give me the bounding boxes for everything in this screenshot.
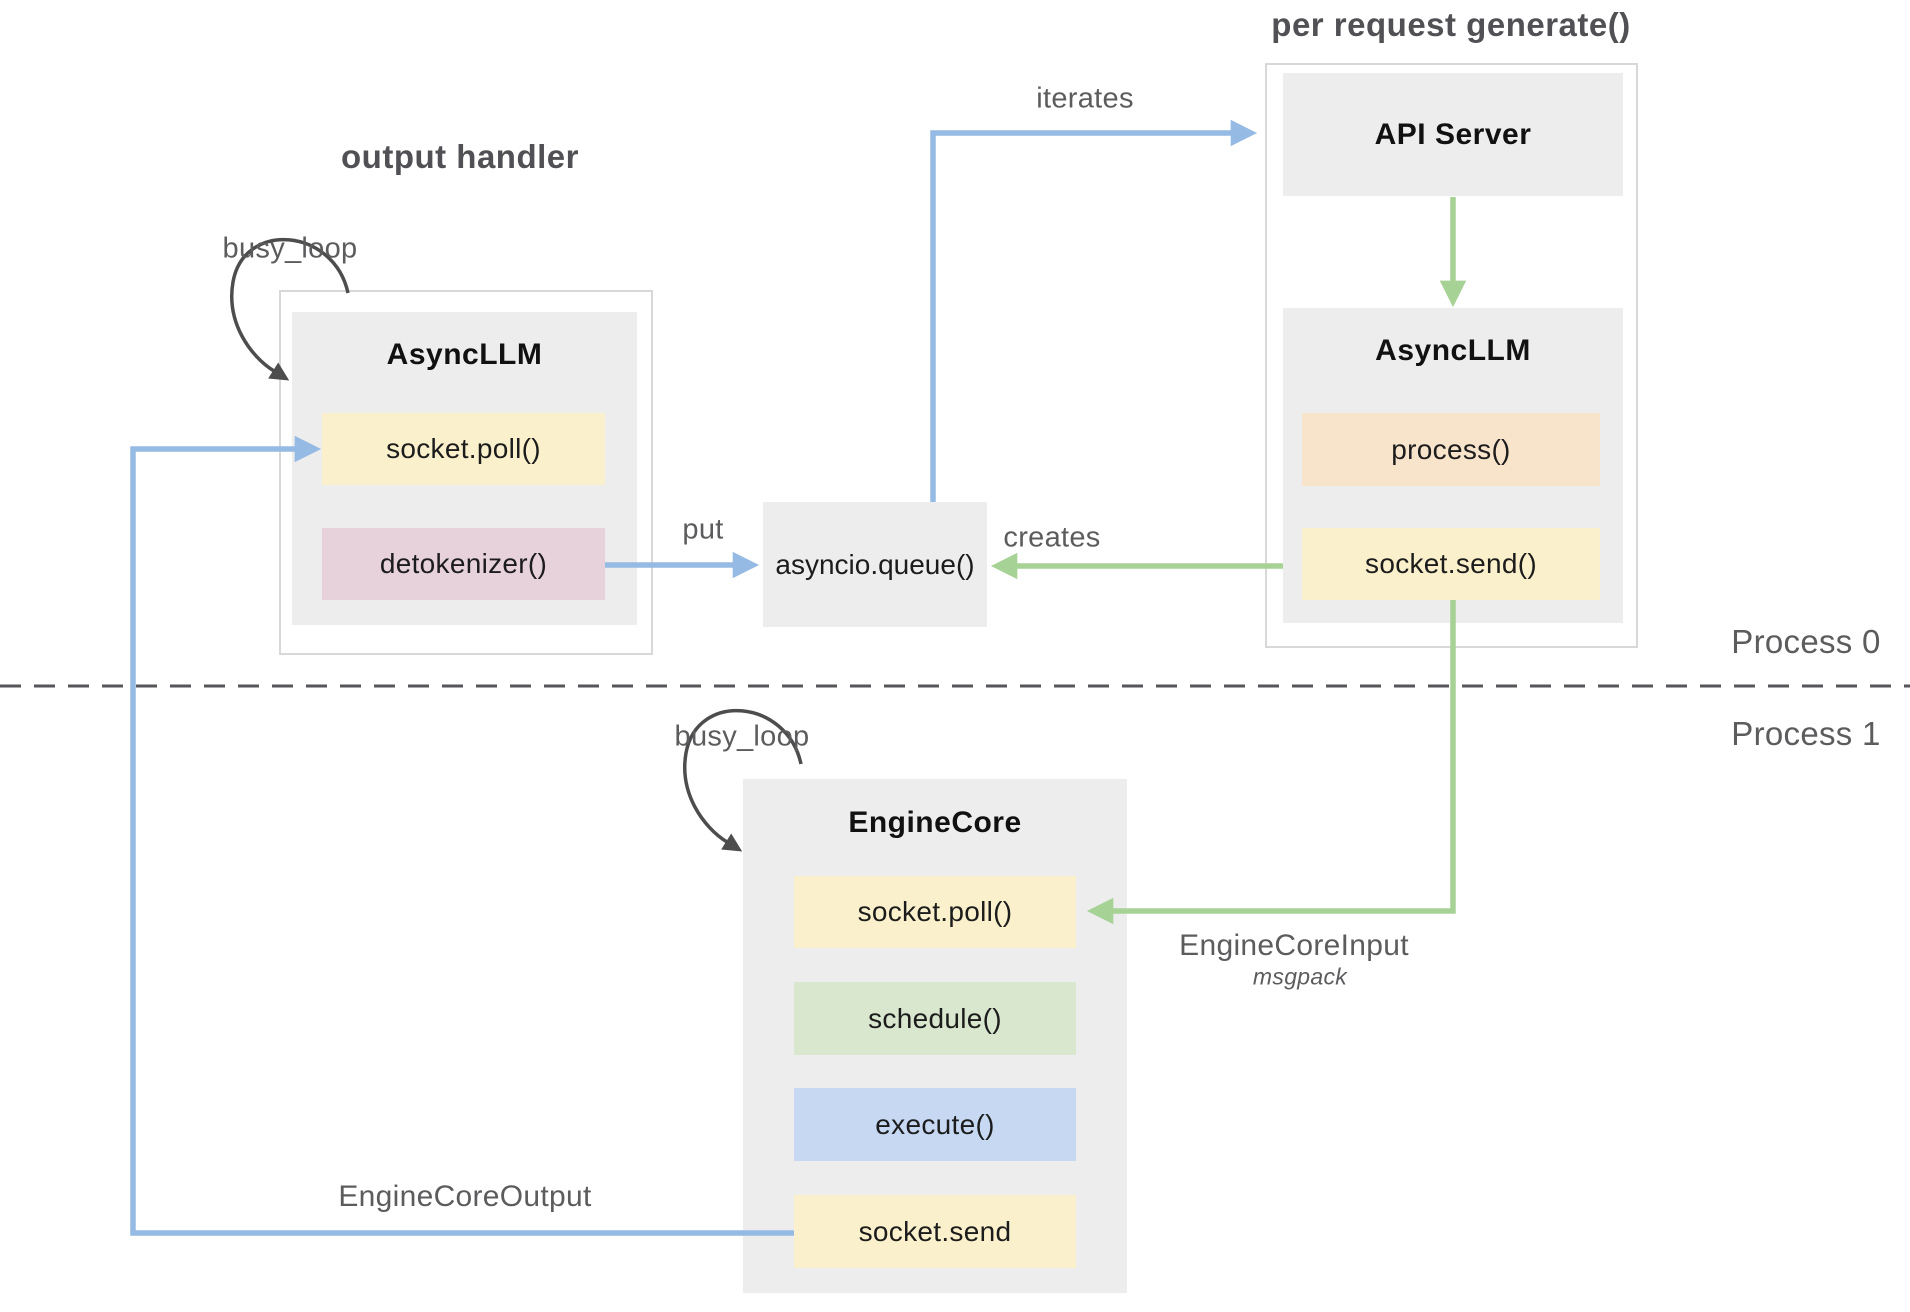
asyncllm-socket-send-box: socket.send() (1302, 528, 1600, 600)
iterates-arrow (930, 119, 1258, 502)
engine-core-title: EngineCore (848, 806, 1022, 839)
busy-loop-engine-label: busy_loop (674, 720, 810, 753)
put-label: put (682, 513, 724, 546)
process-0-label: Process 0 (1731, 623, 1881, 660)
engine-schedule-box: schedule() (794, 982, 1076, 1055)
per-request-generate-title: per request generate() (1271, 6, 1631, 43)
engine-core-input-label: EngineCoreInput (1179, 929, 1409, 962)
engine-core-output-label: EngineCoreOutput (338, 1180, 592, 1213)
asyncllm-detokenizer-box: detokenizer() (322, 528, 605, 600)
iterates-label: iterates (1036, 82, 1134, 115)
asyncio-queue-box: asyncio.queue() (763, 502, 987, 627)
output-handler-title: output handler (341, 138, 579, 175)
engine-socket-send-box: socket.send (794, 1195, 1076, 1268)
asyncllm-output-title: AsyncLLM (386, 338, 543, 371)
process-1-label: Process 1 (1731, 715, 1881, 752)
engine-execute-box: execute() (794, 1088, 1076, 1161)
asyncllm-process-box: process() (1302, 413, 1600, 486)
asyncllm-socket-poll-box: socket.poll() (322, 413, 605, 485)
creates-label: creates (1003, 521, 1101, 554)
msgpack-label: msgpack (1252, 963, 1348, 990)
busy-loop-async-label: busy_loop (222, 232, 358, 265)
api-server-box: API Server (1283, 73, 1623, 196)
asyncllm-request-title: AsyncLLM (1375, 334, 1531, 367)
engine-socket-poll-box: socket.poll() (794, 876, 1076, 948)
